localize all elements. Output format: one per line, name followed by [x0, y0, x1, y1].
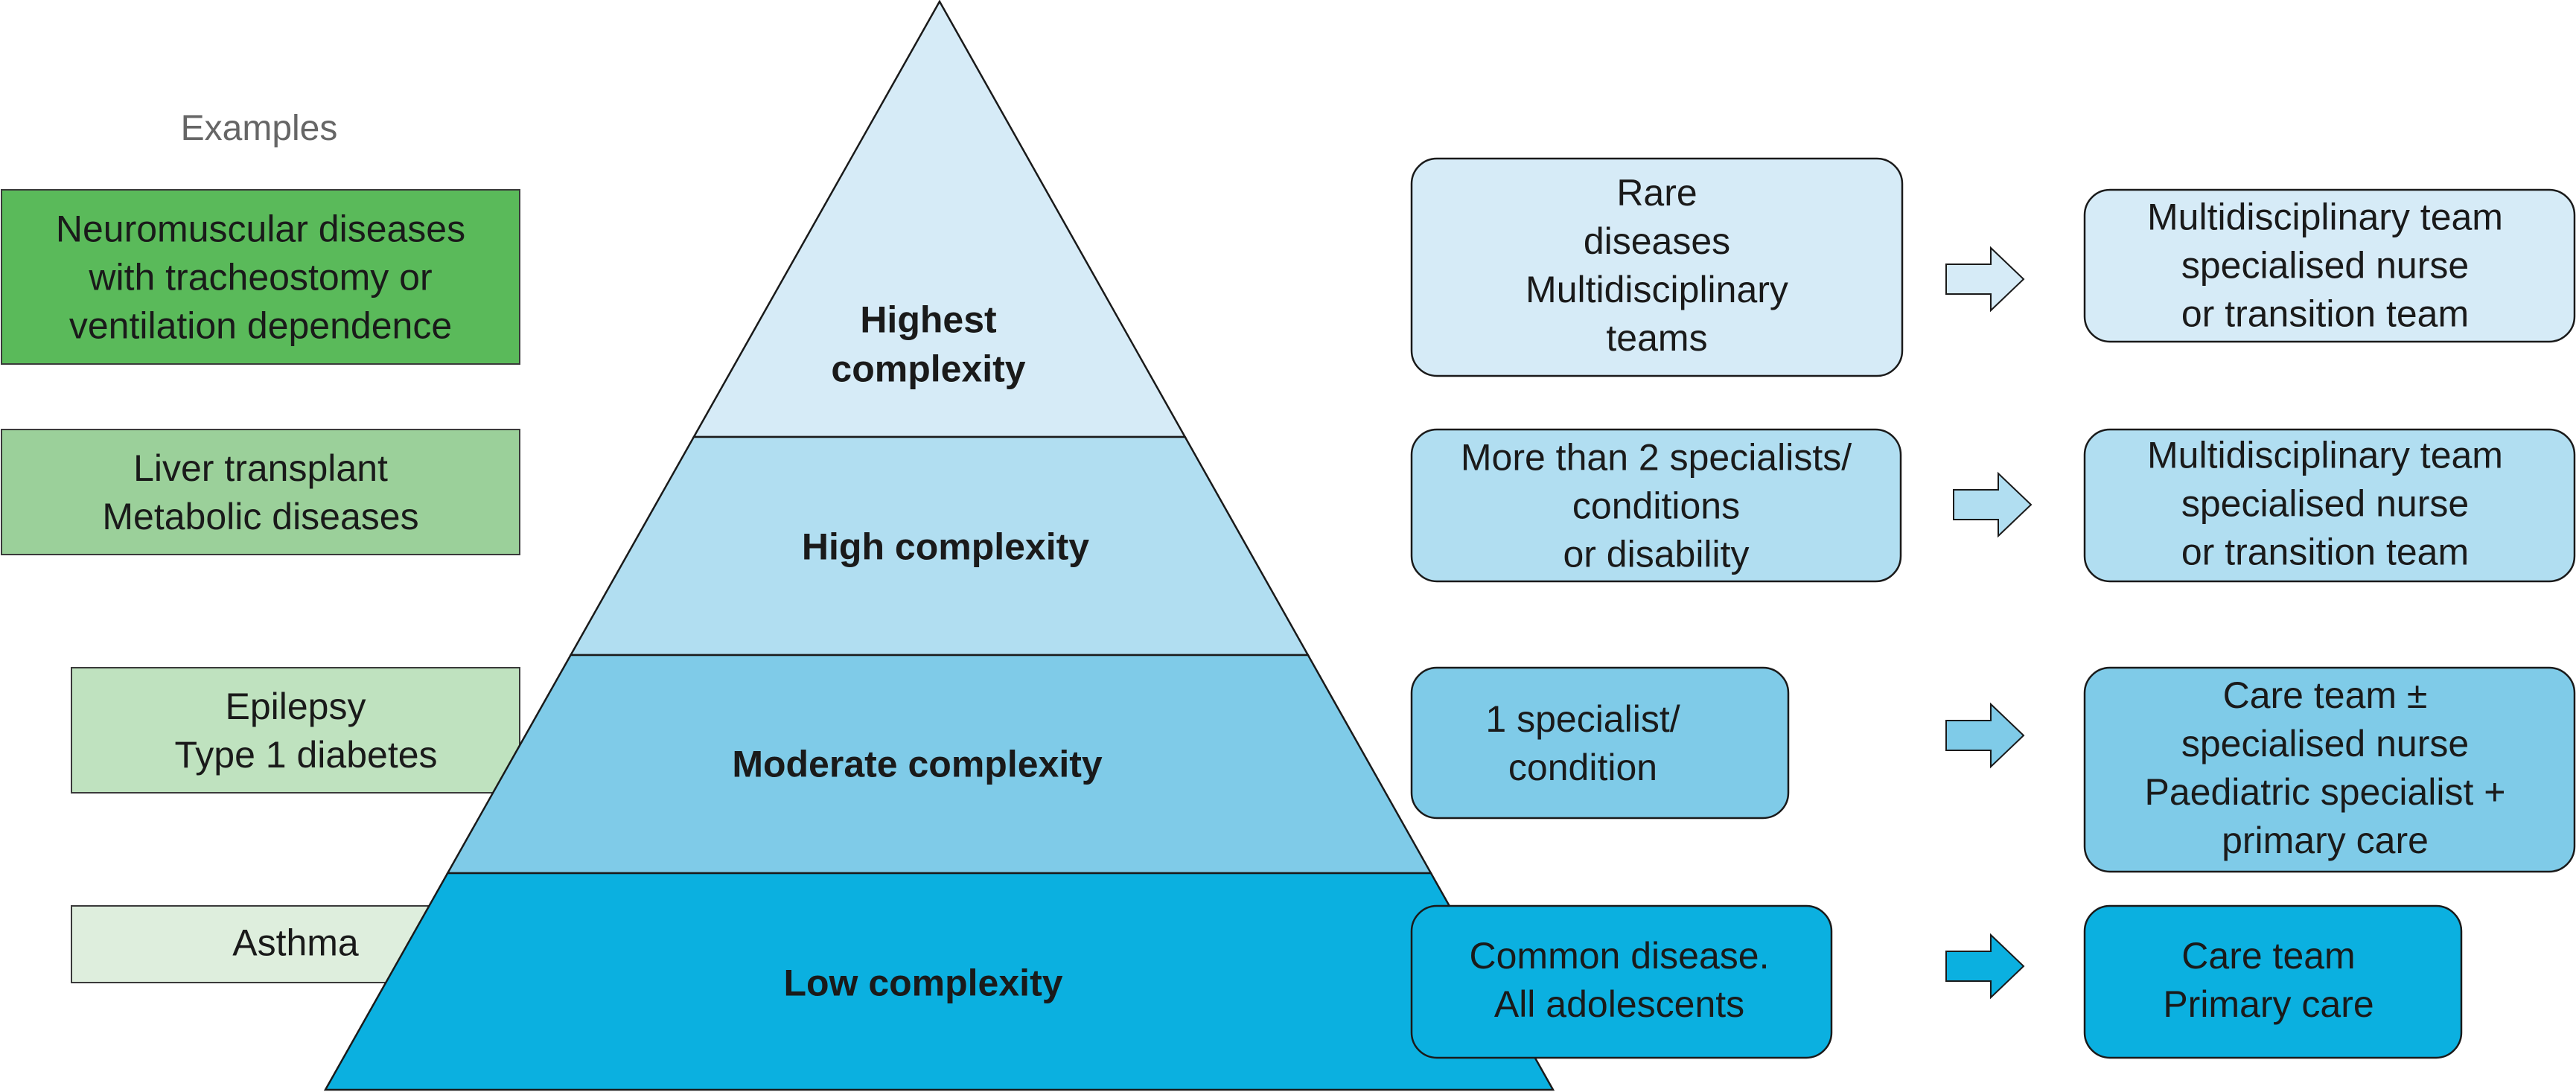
- right-arrow-icon: [1945, 702, 2025, 769]
- example-box: [1, 189, 520, 365]
- example-text-line: Liver transplant: [133, 447, 388, 489]
- team-text-line: Paediatric specialist +: [2145, 771, 2506, 813]
- criteria-text-line: conditions: [1572, 485, 1740, 527]
- team-text-line: or transition team: [2181, 531, 2469, 573]
- team-box: [2083, 666, 2576, 873]
- right-arrow-icon: [1953, 471, 2033, 538]
- team-box: [2083, 904, 2463, 1059]
- example-box: [1, 429, 520, 555]
- team-text-line: Multidisciplinary team: [2147, 435, 2503, 476]
- right-arrow-icon: [1945, 246, 2025, 313]
- criteria-box: [1410, 157, 1904, 377]
- arrows-column: [1945, 246, 2033, 1000]
- teams-column: Multidisciplinary team specialised nurse o…: [2083, 188, 2576, 1059]
- pyramid-level-label-line: Highest: [860, 299, 997, 341]
- team-text-line: specialised nurse: [2181, 245, 2469, 287]
- team-text-line: specialised nurse: [2181, 723, 2469, 764]
- example-text-line: Epilepsy: [226, 686, 366, 727]
- criteria-text-line: condition: [1508, 747, 1657, 788]
- criteria-text-line: More than 2 specialists/: [1461, 437, 1852, 479]
- team-text-line: Multidisciplinary team: [2147, 197, 2503, 238]
- criteria-text-line: teams: [1606, 317, 1707, 359]
- criteria-text-line: or disability: [1563, 534, 1749, 575]
- team-text-line: or transition team: [2181, 293, 2469, 335]
- pyramid-level-label-line: Moderate complexity: [732, 744, 1103, 785]
- examples-column: Neuromuscular diseases with tracheostomy …: [1, 189, 520, 983]
- criteria-text-line: 1 specialist/: [1485, 698, 1680, 740]
- pyramid-level-label-line: complexity: [831, 348, 1025, 390]
- criteria-text-line: Multidisciplinary: [1525, 269, 1788, 310]
- criteria-text-line: diseases: [1584, 220, 1730, 262]
- example-text-line: Type 1 diabetes: [174, 734, 437, 776]
- team-box: [2083, 188, 2576, 343]
- example-text-line: Neuromuscular diseases: [56, 208, 465, 250]
- example-text-line: with tracheostomy or: [88, 257, 432, 298]
- criteria-box: [1410, 666, 1790, 820]
- right-arrow-icon: [1945, 933, 2025, 1000]
- pyramid-level-label-line: Low complexity: [783, 962, 1062, 1004]
- example-text-line: Metabolic diseases: [102, 496, 418, 537]
- example-text-line: Asthma: [232, 922, 359, 964]
- criteria-box: [1410, 428, 1902, 583]
- examples-heading: Examples: [181, 109, 338, 148]
- criteria-text-line: Common disease.: [1470, 935, 1770, 977]
- team-text-line: specialised nurse: [2181, 483, 2469, 525]
- example-box: [71, 667, 520, 794]
- team-text-line: primary care: [2222, 820, 2429, 861]
- criteria-text-line: Rare: [1616, 172, 1697, 214]
- team-box: [2083, 428, 2576, 583]
- team-text-line: Primary care: [2163, 983, 2373, 1025]
- team-text-line: Care team: [2181, 935, 2355, 977]
- pyramid-level-label-line: High complexity: [802, 526, 1089, 568]
- criteria-text-line: All adolescents: [1494, 983, 1744, 1025]
- criteria-box: [1410, 904, 1833, 1059]
- example-text-line: ventilation dependence: [69, 305, 452, 347]
- pyramid-level: [323, 872, 1555, 1091]
- team-text-line: Care team ±: [2223, 674, 2428, 716]
